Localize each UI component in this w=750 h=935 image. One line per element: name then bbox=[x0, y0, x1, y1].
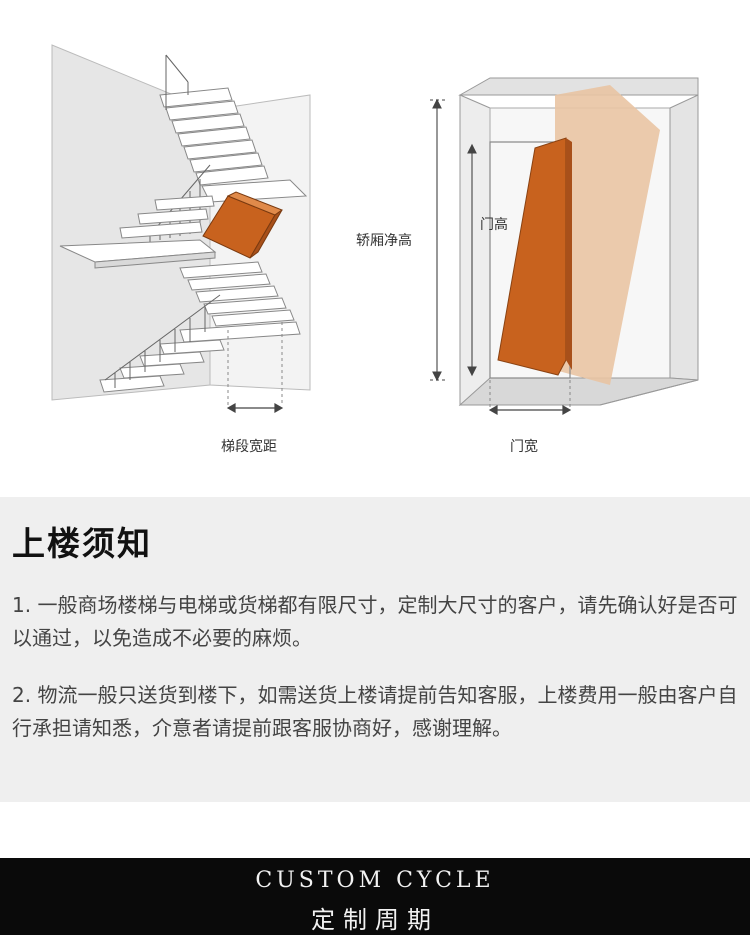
door-width-label: 门宽 bbox=[510, 439, 538, 455]
notice-item-1: 1. 一般商场楼梯与电梯或货梯都有限尺寸，定制大尺寸的客户，请先确认好是否可以通… bbox=[12, 593, 738, 650]
footer-title-en: CUSTOM CYCLE bbox=[255, 868, 495, 893]
lower-flight bbox=[99, 261, 301, 393]
upper-flight bbox=[159, 87, 308, 203]
notice-section: 上楼须知 1. 一般商场楼梯与电梯或货梯都有限尺寸，定制大尺寸的客户，请先确认好… bbox=[0, 497, 750, 802]
door-width-dimension bbox=[488, 404, 572, 416]
illustration-svg bbox=[51, 44, 699, 416]
door-height-label: 门高 bbox=[480, 217, 508, 233]
elevator-illustration bbox=[430, 77, 699, 416]
stair-cargo-box bbox=[202, 191, 284, 259]
footer-banner: CUSTOM CYCLE 定制周期 bbox=[0, 858, 750, 935]
stair-width-label: 梯段宽距 bbox=[221, 439, 277, 455]
cabin-left-wall bbox=[459, 94, 491, 407]
door-height-dimension bbox=[467, 143, 477, 377]
stair-width-dimension bbox=[226, 402, 284, 414]
cabin-height-dimension bbox=[430, 98, 445, 382]
footer-title-zh: 定制周期 bbox=[311, 906, 439, 934]
notice-title: 上楼须知 bbox=[12, 524, 152, 563]
notice-item-2: 2. 物流一般只送货到楼下，如需送货上楼请提前告知客服，上楼费用一般由客户自行承… bbox=[12, 683, 738, 740]
middle-flight bbox=[119, 195, 215, 239]
cabin-height-label: 轿厢净高 bbox=[356, 233, 412, 249]
cabin-right-wall bbox=[669, 94, 699, 381]
cabin-cargo-shadow bbox=[555, 85, 660, 385]
door-cargo-box bbox=[497, 137, 567, 376]
lower-railing bbox=[104, 294, 221, 388]
cabin-floor bbox=[458, 377, 699, 406]
diagram-area: 梯段宽距 轿厢净高 门高 门宽 bbox=[51, 44, 699, 455]
staircase-illustration bbox=[51, 44, 311, 414]
